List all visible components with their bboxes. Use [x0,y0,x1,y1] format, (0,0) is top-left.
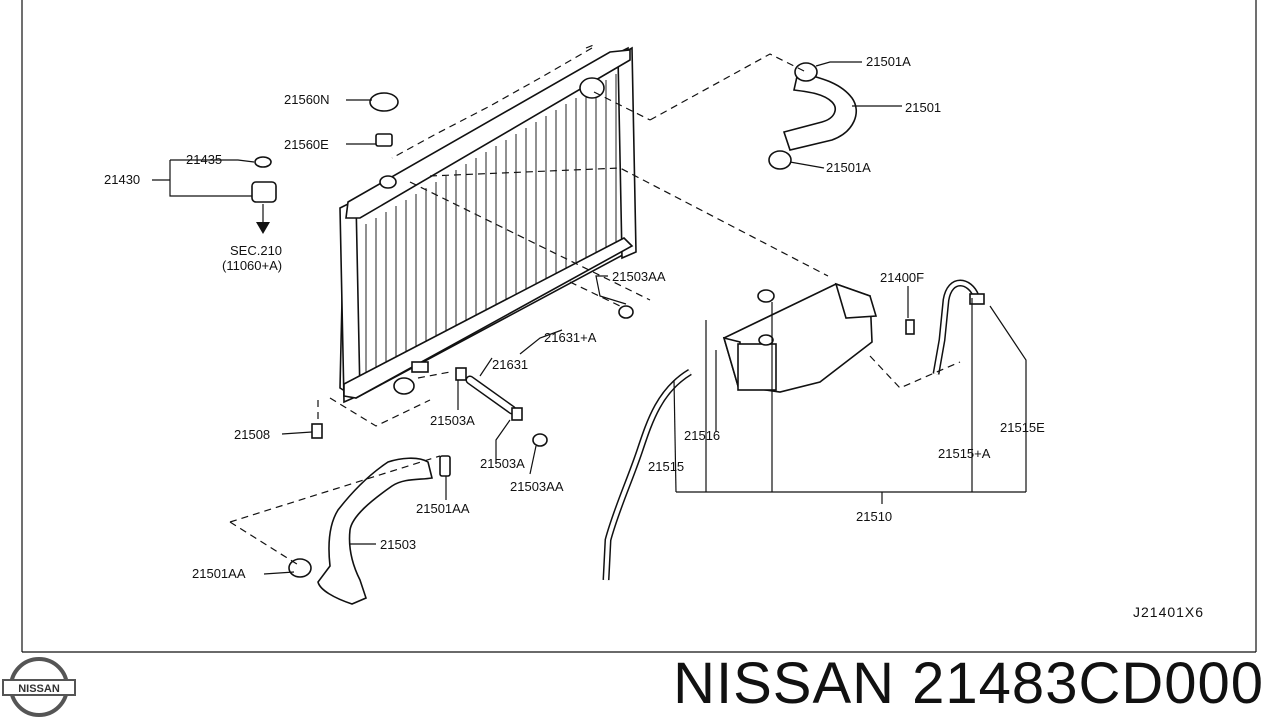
upper-hose-outlet [579,77,605,99]
lower-hose-outlet [393,377,415,395]
label-21501A-bottom: 21501A [826,160,871,175]
radiator-left-tank [339,198,361,404]
filler-neck [379,175,397,189]
radiator [339,46,637,404]
reservoir-tank [722,282,878,393]
label-21503A-left: 21503A [430,413,475,428]
label-21435: 21435 [186,152,222,167]
section-ref-line2: (11060+A) [222,258,282,273]
leader-lines [152,61,1027,575]
section-ref-line1: SEC.210 [230,243,282,258]
cap-seal [375,133,393,147]
label-21560E: 21560E [284,137,329,152]
label-21631A: 21631+A [544,330,597,345]
dashed-guides [229,43,961,567]
label-21400F: 21400F [880,270,924,285]
upper-hose-clamp-bottom [768,150,792,170]
label-21560N: 21560N [284,92,330,107]
label-21501A-top: 21501A [866,54,911,69]
reservoir-cap-lower [758,334,774,346]
label-21501AA-left: 21501AA [192,566,246,581]
upper-radiator-hose [782,71,857,151]
lower-radiator-hose [317,457,433,605]
label-21515: 21515 [648,459,684,474]
radiator-top-rail [345,49,631,219]
bolt-21400F [905,319,915,335]
part-title: NISSAN 21483CD000 [673,651,1264,716]
drain-plug [311,423,323,439]
upper-hose-clamp-top [794,62,818,82]
label-21503AA-mid: 21503AA [510,479,564,494]
clamp-21503AA-mid [532,433,548,447]
label-21510: 21510 [856,509,892,524]
nissan-logo: NISSAN [2,657,76,717]
clamp-21503AA-top [618,305,634,319]
overflow-hose-inner [544,309,659,443]
label-21508: 21508 [234,427,270,442]
drain-plug-boss [411,361,429,373]
label-21503AA-top: 21503AA [612,269,666,284]
logo-text: NISSAN [18,683,60,695]
reservoir-cap [757,289,775,303]
clamp-21503A-left [455,367,467,381]
hose-clip-21515E [969,293,985,305]
diagram-code: J21401X6 [1133,604,1205,620]
callout-labels: 21501A 21501 21501A 21560N 21560E 21435 … [104,54,1045,581]
radiator-cap [369,92,399,112]
reservoir-cap-seal [254,156,272,168]
label-21430: 21430 [104,172,140,187]
label-21515E: 21515E [1000,420,1045,435]
clamp-21503A-mid [511,407,523,421]
label-21501AA-mid: 21501AA [416,501,470,516]
arrow-down-icon [256,222,270,234]
reservoir-cap-body [251,181,277,203]
label-21631: 21631 [492,357,528,372]
radiator-bottom-rail [343,237,634,399]
lower-hose-clamp-right [439,455,451,477]
lower-hose-clamp-left [288,558,312,578]
label-21503: 21503 [380,537,416,552]
reservoir-hose-21515 [602,368,692,581]
label-21516: 21516 [684,428,720,443]
label-21515A: 21515+A [938,446,991,461]
label-21501: 21501 [905,100,941,115]
radiator-right-tank [617,46,637,260]
label-21503A-mid: 21503A [480,456,525,471]
